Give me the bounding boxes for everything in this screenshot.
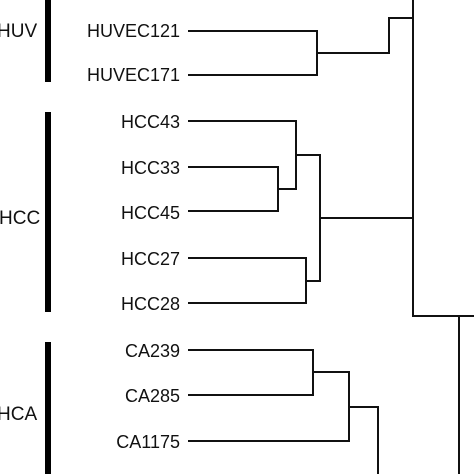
group-label-hcc: HCC [0, 208, 40, 229]
leaf-label-hcc33: HCC33 [121, 158, 180, 178]
leaf-label-hcc28: HCC28 [121, 294, 180, 314]
leaf-label-huvec171: HUVEC171 [87, 65, 180, 85]
leaf-label-hcc43: HCC43 [121, 112, 180, 132]
leaf-label-hcc45: HCC45 [121, 203, 180, 223]
group-label-hca: HCA [0, 404, 37, 425]
leaf-label-huvec121: HUVEC121 [87, 21, 180, 41]
leaf-label-hcc27: HCC27 [121, 249, 180, 269]
group-label-huv: HUV [0, 21, 37, 42]
group-bar-hcc [45, 112, 51, 312]
group-bar-huv [45, 0, 51, 82]
group-bar-hca [45, 342, 51, 474]
leaf-label-ca285: CA285 [125, 386, 180, 406]
leaf-label-ca1175: CA1175 [116, 432, 180, 452]
leaf-label-ca239: CA239 [125, 341, 180, 361]
